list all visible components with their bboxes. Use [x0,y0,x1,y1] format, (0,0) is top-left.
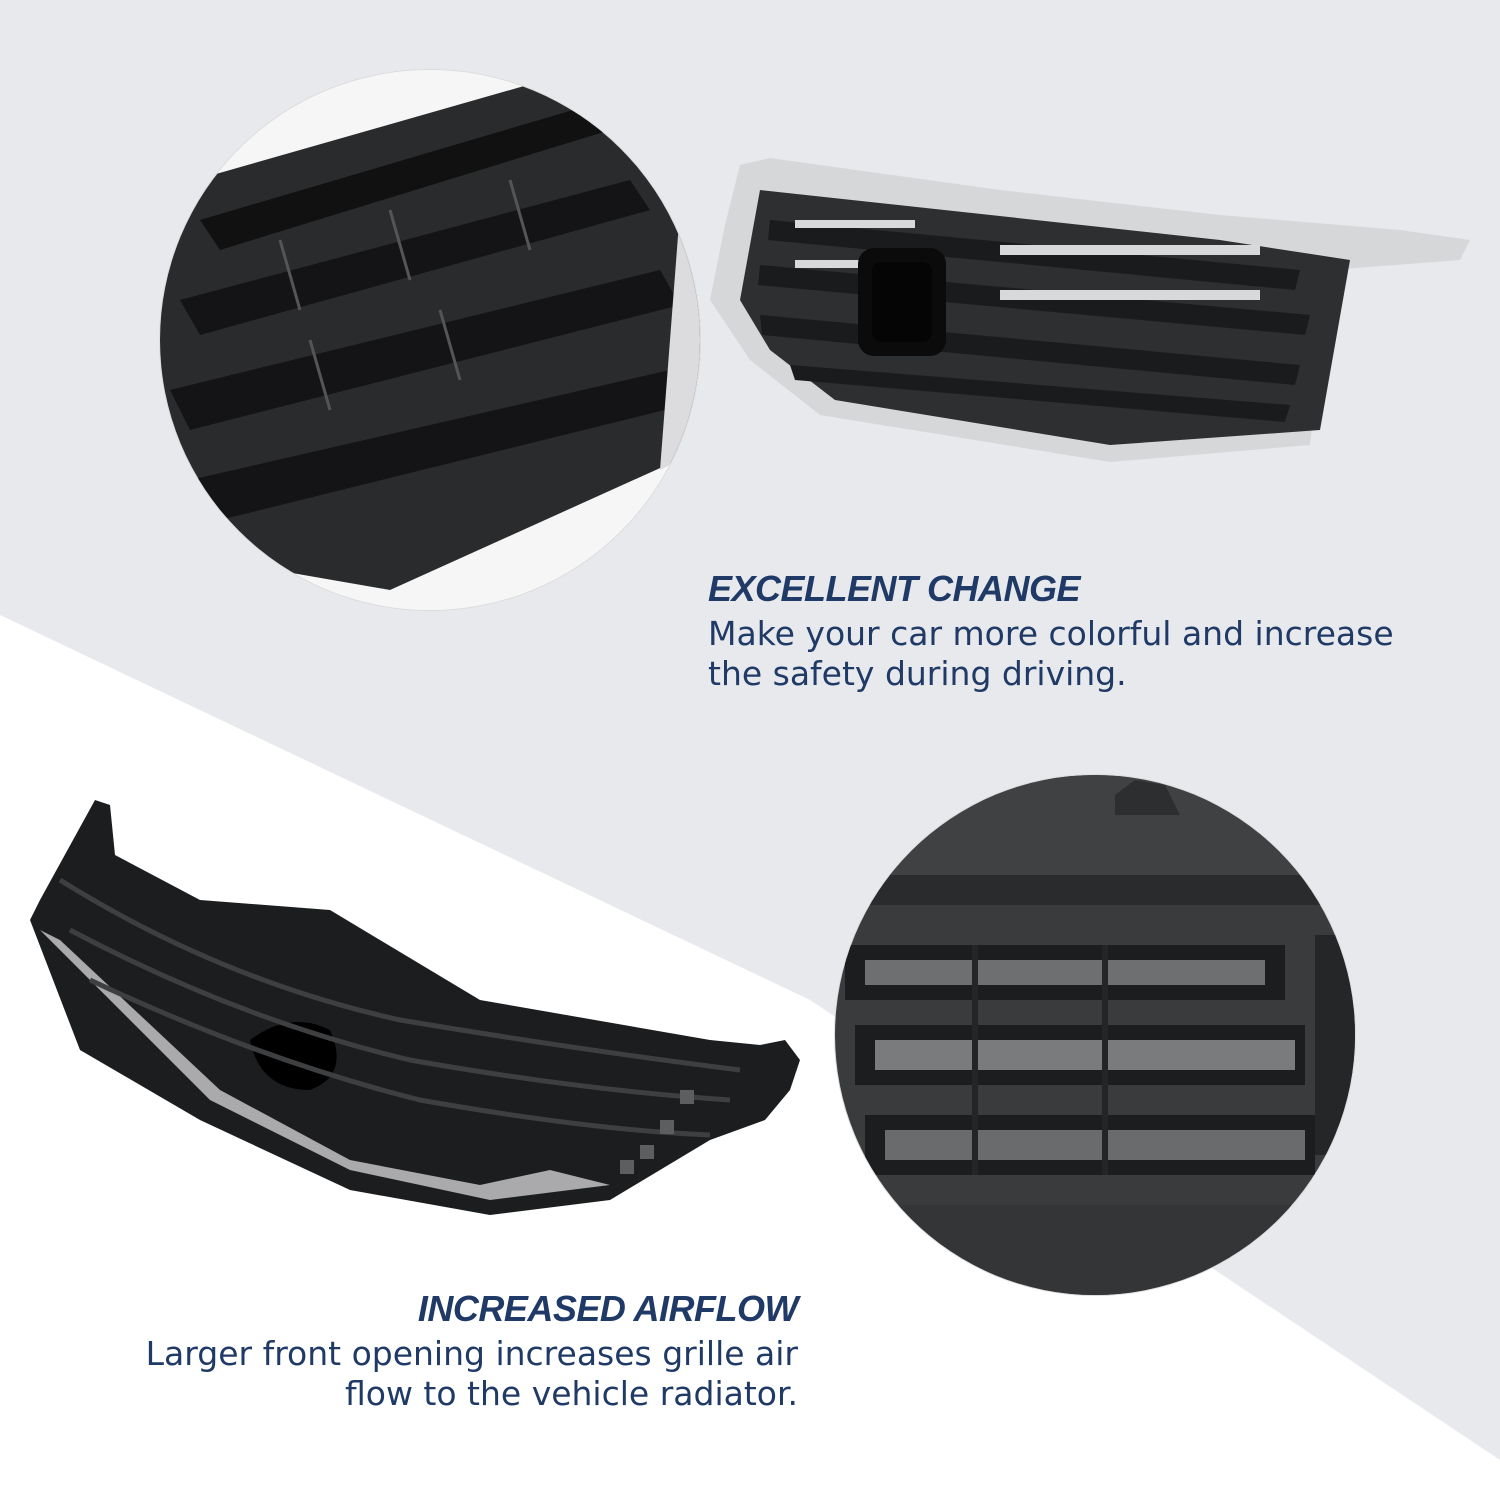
feature-body: Larger front opening increases grille ai… [80,1334,798,1414]
feature-body-line-1: Larger front opening increases grille ai… [145,1334,798,1373]
feature-heading: EXCELLENT CHANGE [708,568,1081,609]
feature-excellent-change: EXCELLENT CHANGE Make your car more colo… [708,568,1448,694]
grille-front-view-photo [700,150,1480,470]
grille-closeup-top-photo [160,70,700,610]
feature-increased-airflow: INCREASED AIRFLOW Larger front opening i… [80,1288,799,1414]
feature-body: Make your car more colorful and increase… [708,614,1394,693]
feature-body-line-2: flow to the vehicle radiator. [344,1374,798,1413]
grille-rear-view-photo [20,790,810,1240]
grille-closeup-bottom-photo [835,775,1355,1295]
feature-heading: INCREASED AIRFLOW [417,1288,799,1329]
